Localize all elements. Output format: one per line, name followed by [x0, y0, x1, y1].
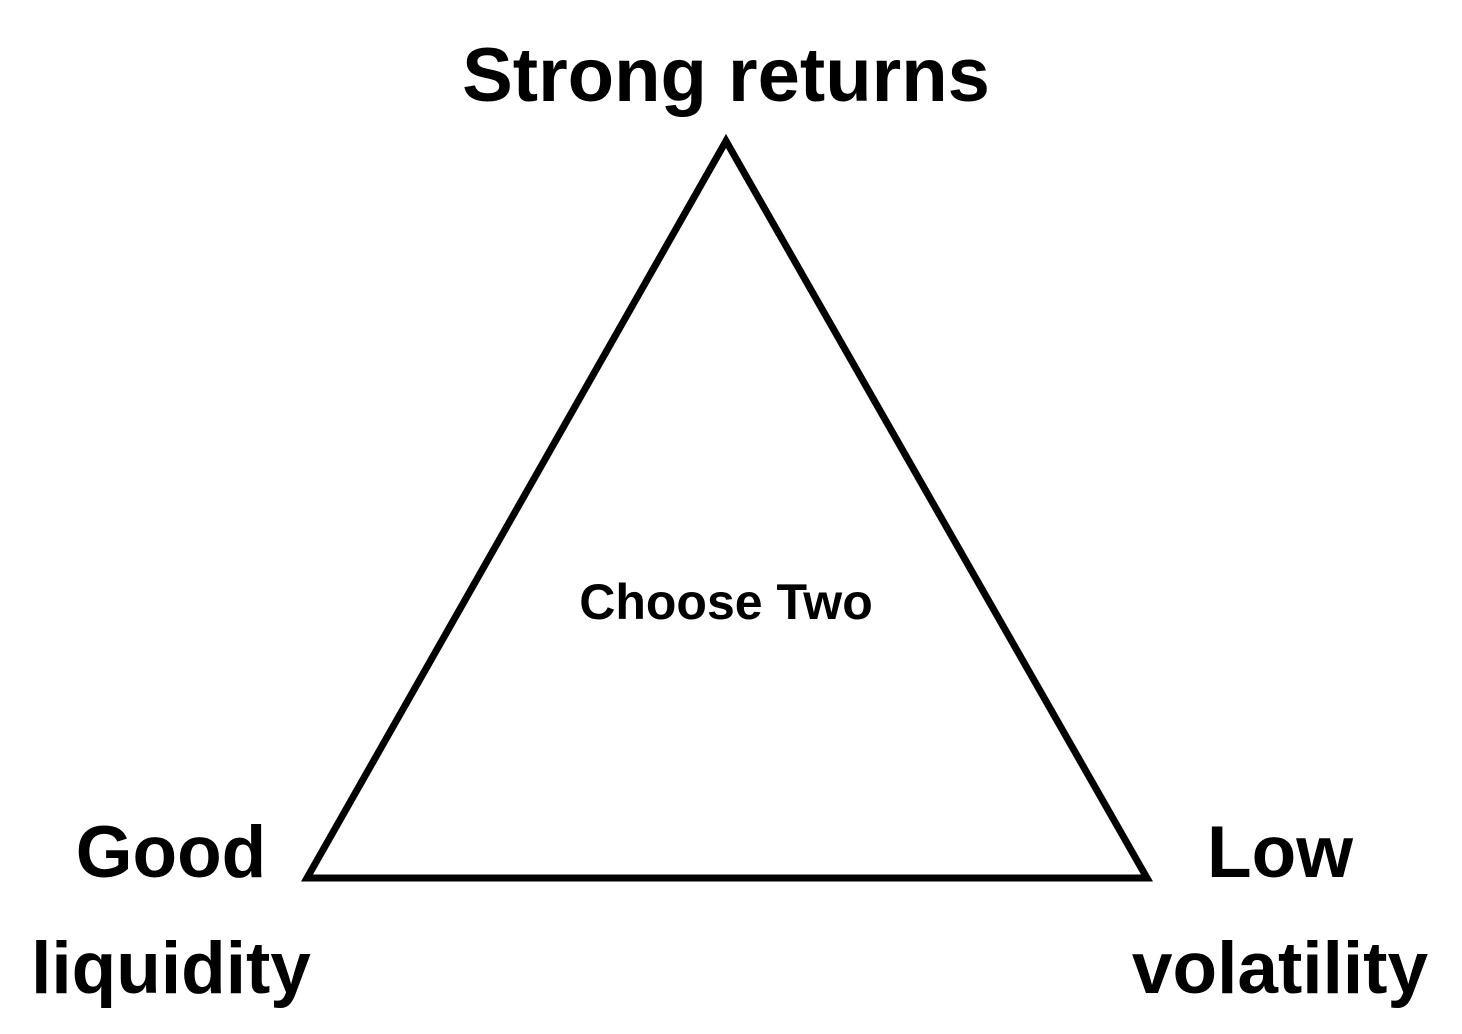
right-vertex-label-line-2: volatility: [1131, 928, 1429, 1009]
right-vertex-label: Low volatility: [1112, 795, 1448, 1027]
top-vertex-label: Strong returns: [462, 33, 990, 118]
tradeoff-triangle: [300, 133, 1154, 882]
center-label: Choose Two: [579, 574, 873, 630]
right-vertex-label-line-1: Low: [1207, 812, 1353, 893]
left-vertex-label-line-2: liquidity: [31, 928, 311, 1009]
left-vertex-label: Good liquidity: [0, 795, 342, 1027]
left-vertex-label-line-1: Good: [75, 812, 267, 893]
